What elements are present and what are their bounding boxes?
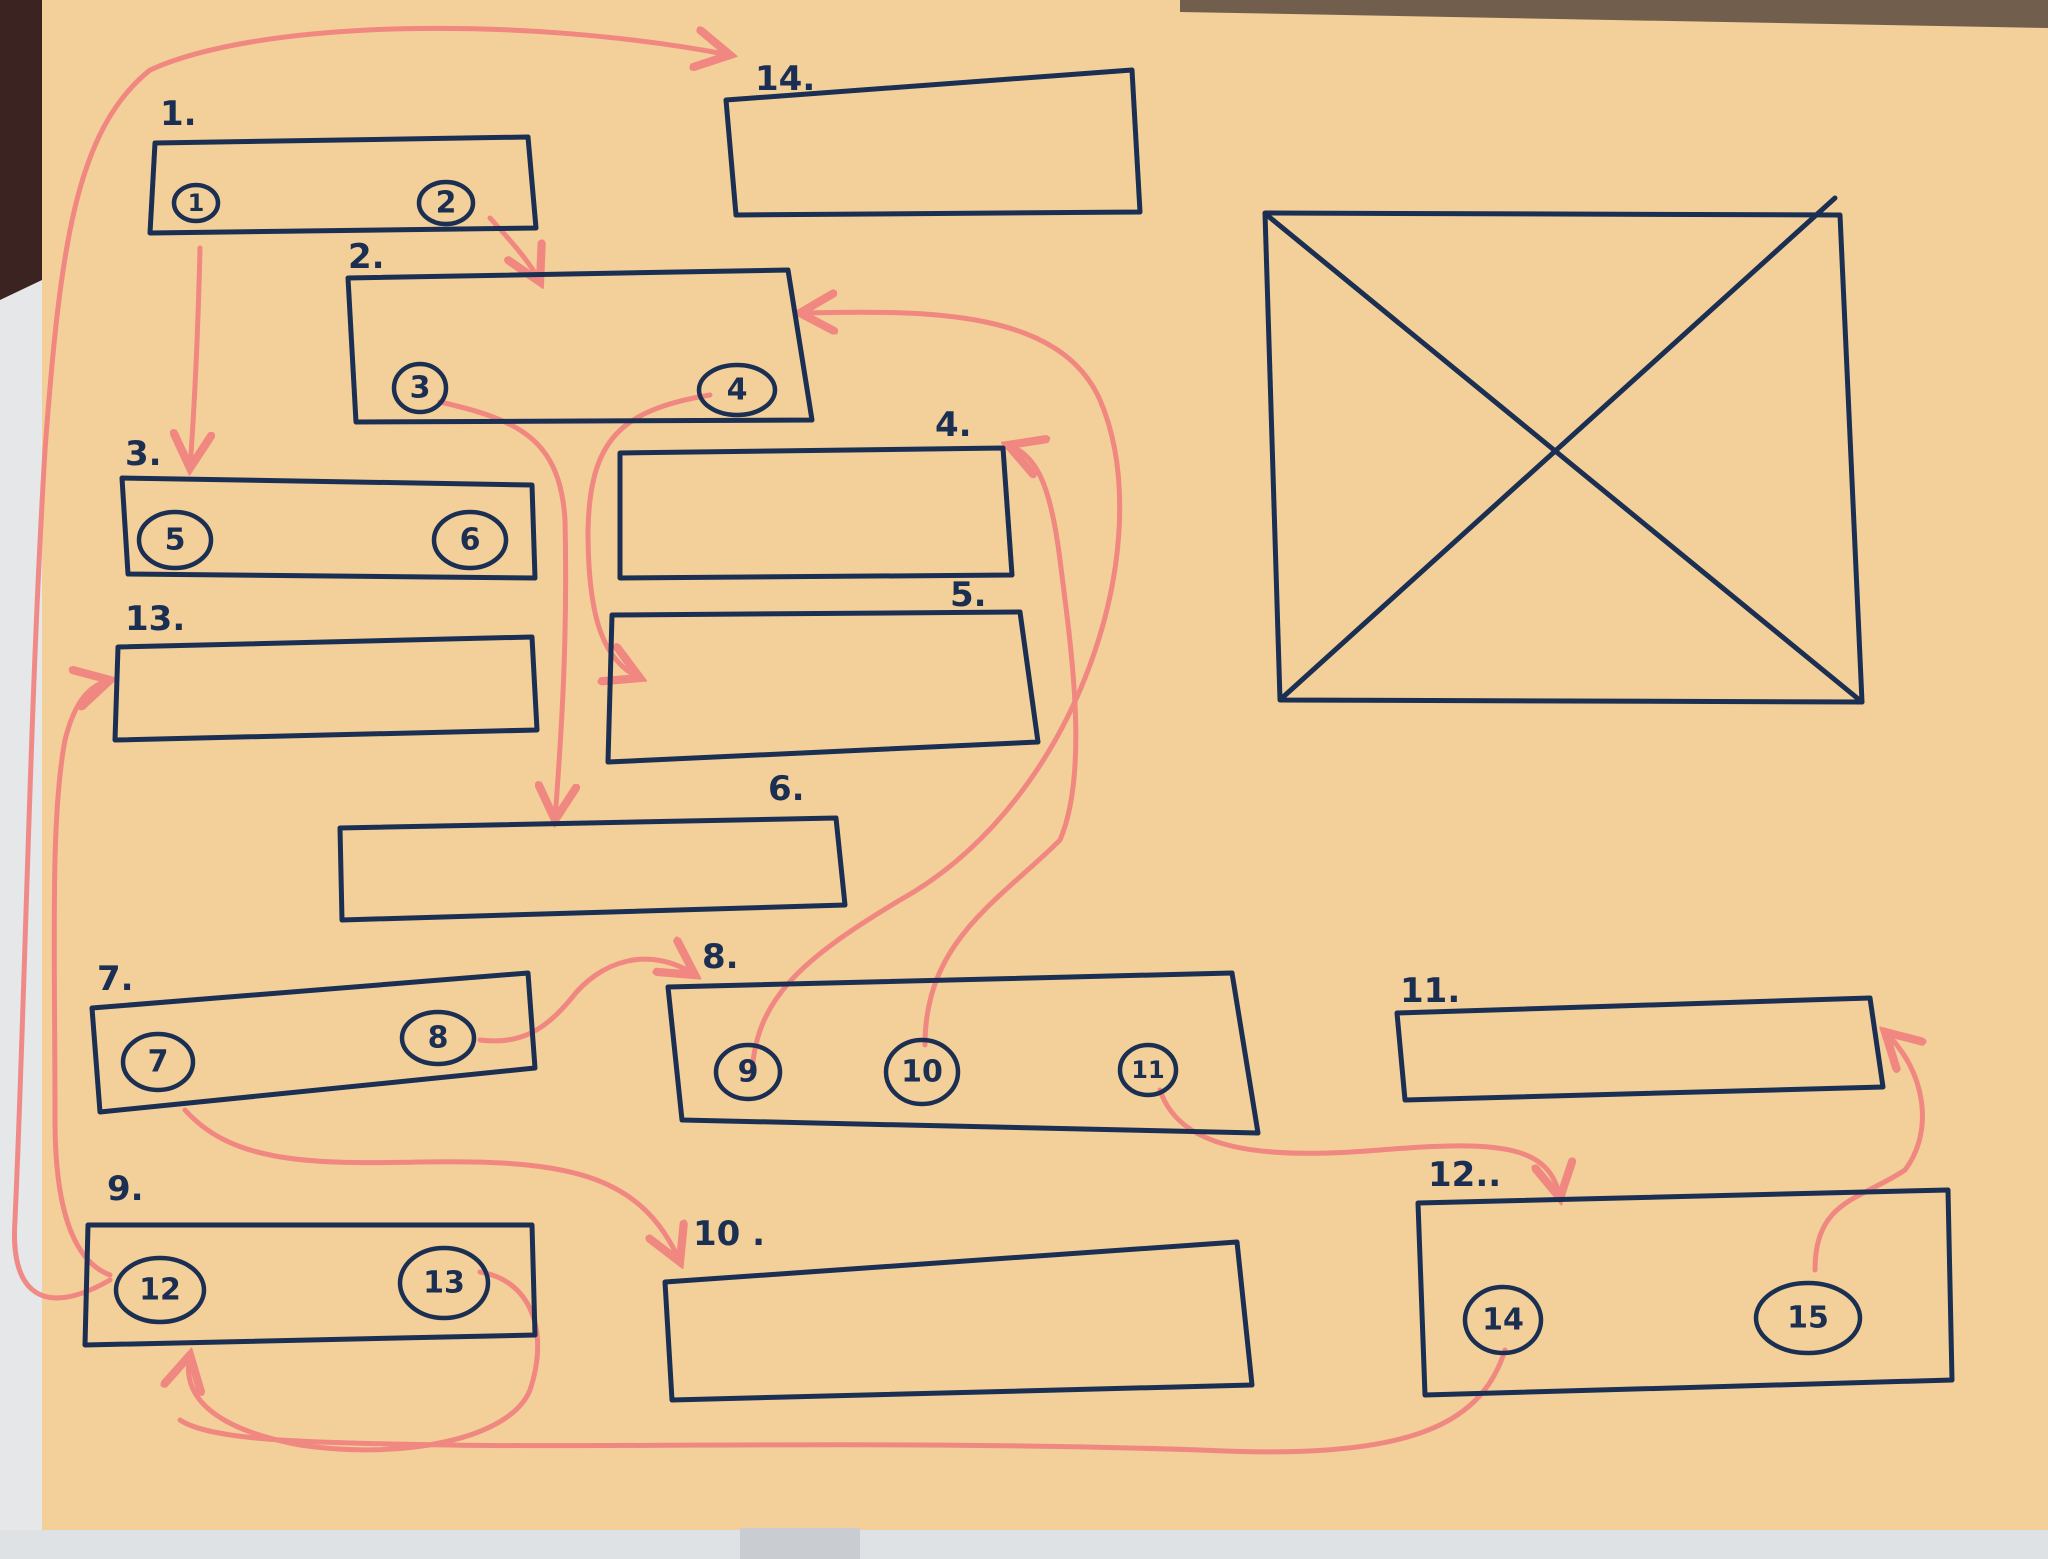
circle-label-9: 9 — [738, 1055, 759, 1090]
circle-2[interactable] — [416, 179, 476, 227]
image-placeholder — [1262, 195, 1865, 705]
circle-7[interactable] — [120, 1031, 196, 1093]
box-8 — [665, 970, 1261, 1136]
box-label-8: 8. — [702, 937, 739, 977]
circle-11[interactable] — [1117, 1042, 1179, 1098]
box-label-11: 11. — [1400, 971, 1460, 1011]
circle-12[interactable] — [113, 1255, 207, 1325]
circle-label-13: 13 — [423, 1266, 465, 1301]
circle-1[interactable] — [171, 182, 221, 224]
circle-15[interactable] — [1753, 1280, 1863, 1356]
box-label-9: 9. — [107, 1169, 144, 1209]
circle-9[interactable] — [713, 1042, 783, 1102]
circle-label-1: 1 — [188, 189, 205, 217]
placeholder-diagonal-1 — [1265, 213, 1865, 705]
circle-label-10: 10 — [901, 1055, 943, 1090]
box-13 — [112, 634, 540, 743]
box-label-7: 7. — [97, 959, 134, 999]
arrow-circle7-to-box10 — [182, 1107, 680, 1262]
box-label-12: 12.. — [1428, 1155, 1501, 1195]
box-3 — [119, 475, 538, 581]
circle-label-15: 15 — [1787, 1301, 1829, 1336]
box-label-4: 4. — [935, 405, 972, 445]
circle-label-2: 2 — [436, 186, 457, 221]
circle-13[interactable] — [397, 1245, 491, 1321]
box-label-13: 13. — [125, 599, 185, 639]
circle-label-4: 4 — [727, 373, 748, 408]
circle-label-12: 12 — [139, 1273, 181, 1308]
arrow-circle12-to-box14 — [11, 25, 730, 1301]
circle-label-8: 8 — [428, 1021, 449, 1056]
circle-6[interactable] — [431, 509, 509, 571]
circle-label-5: 5 — [165, 523, 186, 558]
circle-14[interactable] — [1462, 1284, 1544, 1356]
box-9 — [82, 1222, 538, 1348]
arrow-circle10-to-box4 — [922, 445, 1079, 1048]
box-5 — [605, 609, 1041, 765]
circle-3[interactable] — [391, 361, 449, 415]
box-label-6: 6. — [768, 769, 805, 809]
placeholder-diagonal-2 — [1279, 195, 1838, 701]
box-1 — [147, 134, 539, 236]
box-label-5: 5. — [950, 575, 987, 615]
box-label-1: 1. — [160, 94, 197, 134]
arrow-circle1-to-box3 — [190, 245, 200, 468]
circle-8[interactable] — [399, 1009, 477, 1067]
circle-label-3: 3 — [410, 371, 431, 406]
box-10 — [662, 1239, 1255, 1403]
box-label-10: 10 . — [693, 1214, 765, 1254]
box-label-3: 3. — [125, 434, 162, 474]
circle-label-14: 14 — [1482, 1303, 1524, 1338]
circle-label-7: 7 — [148, 1045, 169, 1080]
circle-label-11: 11 — [1131, 1056, 1164, 1084]
arrow-circle9-to-box2 — [749, 312, 1123, 1078]
box-12 — [1415, 1187, 1955, 1398]
box-14 — [723, 67, 1143, 218]
circle-4[interactable] — [696, 362, 778, 418]
circle-10[interactable] — [883, 1037, 961, 1107]
box-label-14: 14. — [755, 59, 815, 99]
arrow-circle12-to-box13 — [51, 680, 110, 1278]
box-7 — [89, 970, 538, 1115]
arrow-circle8-to-box8 — [477, 959, 695, 1044]
arrow-circle14-to-box9 — [177, 1347, 1508, 1455]
box-2 — [345, 267, 815, 425]
arrow-circle15-to-box11 — [1812, 1032, 1922, 1273]
box-label-2: 2. — [348, 237, 385, 277]
box-4 — [617, 445, 1015, 581]
circle-label-6: 6 — [460, 523, 481, 558]
circle-5[interactable] — [136, 509, 214, 571]
box-6 — [337, 815, 848, 923]
box-11 — [1394, 995, 1886, 1103]
